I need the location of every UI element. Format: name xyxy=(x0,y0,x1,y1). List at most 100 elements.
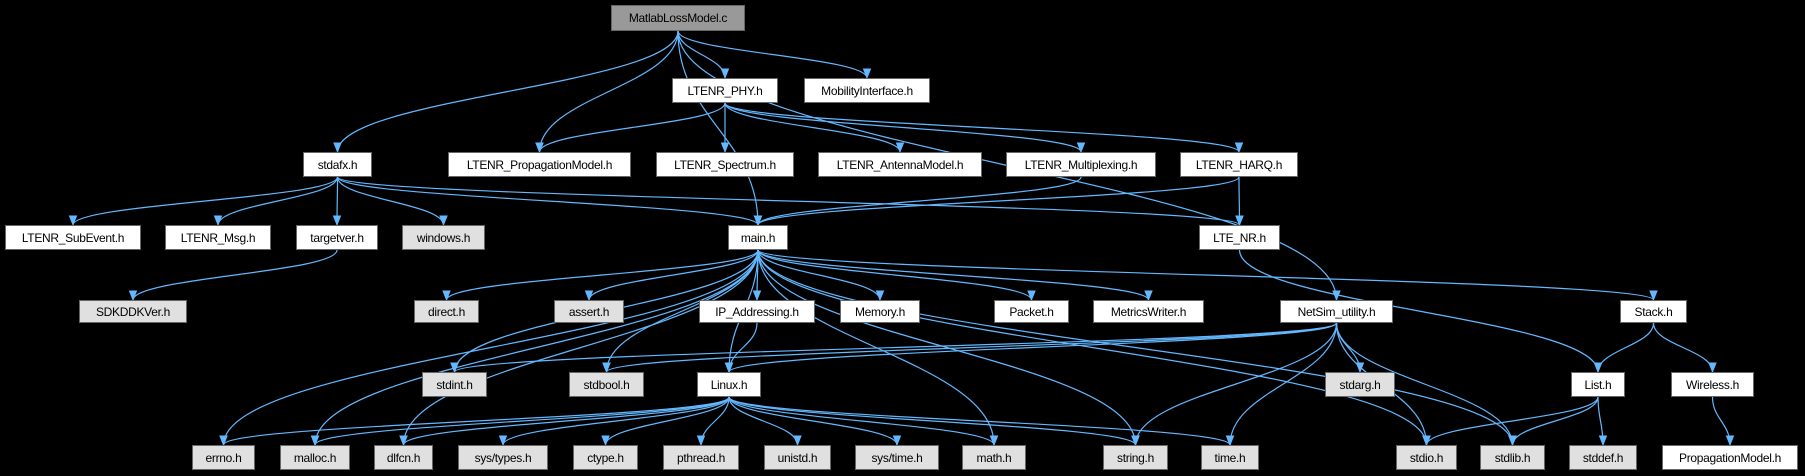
edge-harq-to-lte_nr xyxy=(1235,176,1244,227)
node-packet[interactable]: Packet.h xyxy=(994,300,1069,323)
node-memory[interactable]: Memory.h xyxy=(840,300,920,323)
edge-linux-to-systime xyxy=(728,396,902,447)
node-antenna[interactable]: LTENR_AntennaModel.h xyxy=(818,152,982,177)
edge-main-to-memory xyxy=(757,249,885,302)
edge-netsim_utility-to-stdint xyxy=(450,322,1338,374)
edge-stdafx-to-main xyxy=(336,176,763,227)
edge-netsim_utility-to-stdlib xyxy=(1335,322,1517,447)
node-list[interactable]: List.h xyxy=(1571,372,1625,397)
node-multiplexing[interactable]: LTENR_Multiplexing.h xyxy=(1006,152,1156,177)
node-sdkddkver[interactable]: SDKDDKVer.h xyxy=(79,300,187,323)
edge-stdafx-to-msg xyxy=(213,176,339,227)
node-pthread[interactable]: pthread.h xyxy=(663,445,739,470)
node-stdarg[interactable]: stdarg.h xyxy=(1325,372,1395,397)
node-main[interactable]: main.h xyxy=(728,225,788,250)
node-stdlib[interactable]: stdlib.h xyxy=(1480,445,1545,470)
node-root: MatlabLossModel.c xyxy=(611,5,745,31)
edge-main-to-stack xyxy=(757,249,1658,302)
edge-list-to-stddef xyxy=(1597,396,1608,447)
node-stdint[interactable]: stdint.h xyxy=(422,372,487,397)
node-systime[interactable]: sys/time.h xyxy=(855,445,939,470)
node-direct[interactable]: direct.h xyxy=(414,300,479,323)
node-linux[interactable]: Linux.h xyxy=(697,372,761,397)
node-metrics[interactable]: MetricsWriter.h xyxy=(1093,300,1204,323)
edge-list-to-stdio xyxy=(1422,396,1599,447)
node-systypes[interactable]: sys/types.h xyxy=(458,445,548,470)
edge-wireless-to-propagation xyxy=(1711,396,1735,447)
edge-multiplexing-to-main xyxy=(753,176,1082,227)
edge-main-to-errno xyxy=(219,249,759,447)
edge-targetver-to-sdkddkver xyxy=(128,249,338,302)
node-ltenr_prop[interactable]: LTENR_PropagationModel.h xyxy=(448,152,631,177)
edge-root-to-ltenr_prop xyxy=(535,30,679,154)
edge-stdafx-to-windows xyxy=(336,176,448,227)
node-string[interactable]: string.h xyxy=(1103,445,1168,470)
edge-main-to-string xyxy=(757,249,1140,447)
node-stdafx[interactable]: stdafx.h xyxy=(303,152,372,177)
node-ctype[interactable]: ctype.h xyxy=(573,445,638,470)
edge-linux-to-ctype xyxy=(601,396,730,447)
node-dlfcn[interactable]: dlfcn.h xyxy=(374,445,433,470)
edge-main-to-malloc xyxy=(310,249,759,447)
node-netsim_utility[interactable]: NetSim_utility.h xyxy=(1280,300,1393,323)
edge-main-to-stdbool xyxy=(602,249,759,374)
edge-linux-to-systypes xyxy=(498,396,730,447)
node-spectrum[interactable]: LTENR_Spectrum.h xyxy=(656,152,794,177)
edge-linux-to-pthread xyxy=(696,396,730,447)
edge-stack-to-wireless xyxy=(1652,322,1717,374)
edge-netsim_utility-to-time xyxy=(1225,322,1338,447)
edge-netsim_utility-to-stdbool xyxy=(602,322,1338,374)
edge-linux-to-errno xyxy=(219,396,730,447)
node-lte_nr[interactable]: LTE_NR.h xyxy=(1199,225,1280,250)
edge-root-to-main xyxy=(677,30,763,227)
node-windows[interactable]: windows.h xyxy=(402,225,485,250)
node-assert[interactable]: assert.h xyxy=(554,300,624,323)
node-malloc[interactable]: malloc.h xyxy=(280,445,350,470)
node-harq[interactable]: LTENR_HARQ.h xyxy=(1180,152,1298,177)
node-time[interactable]: time.h xyxy=(1201,445,1259,470)
node-math[interactable]: math.h xyxy=(962,445,1026,470)
node-msg[interactable]: LTENR_Msg.h xyxy=(165,225,271,250)
edge-stdafx-to-subevent xyxy=(68,176,339,227)
node-mobility[interactable]: MobilityInterface.h xyxy=(804,78,930,103)
node-subevent[interactable]: LTENR_SubEvent.h xyxy=(5,225,141,250)
node-ip_addressing[interactable]: IP_Addressing.h xyxy=(699,300,815,323)
edge-stack-to-list xyxy=(1593,322,1655,374)
edge-root-to-mobility xyxy=(677,30,872,80)
edge-main-to-packet xyxy=(757,249,1036,302)
node-stdbool[interactable]: stdbool.h xyxy=(569,372,644,397)
edge-linux-to-dlfcn xyxy=(399,396,730,447)
edge-stdafx-to-targetver xyxy=(332,176,342,227)
edge-main-to-metrics xyxy=(757,249,1153,302)
node-errno[interactable]: errno.h xyxy=(192,445,255,470)
edge-netsim_utility-to-stdarg xyxy=(1335,322,1365,374)
edge-main-to-stdio xyxy=(757,249,1431,447)
edge-linux-to-malloc xyxy=(310,396,730,447)
node-phy[interactable]: LTENR_PHY.h xyxy=(672,78,778,103)
edge-list-to-stdlib xyxy=(1508,396,1599,447)
edge-linux-to-math xyxy=(728,396,999,447)
node-targetver[interactable]: targetver.h xyxy=(296,225,378,250)
edge-harq-to-main xyxy=(753,176,1240,227)
edge-root-to-stdafx xyxy=(333,30,679,154)
edge-phy-to-harq xyxy=(724,102,1244,154)
edge-linux-to-string xyxy=(728,396,1140,447)
edge-phy-to-antenna xyxy=(724,102,905,154)
edge-main-to-direct xyxy=(442,249,759,302)
edge-phy-to-multiplexing xyxy=(724,102,1086,154)
node-propagation[interactable]: PropagationModel.h xyxy=(1662,445,1798,470)
edge-netsim_utility-to-linux xyxy=(724,322,1338,374)
node-unistd[interactable]: unistd.h xyxy=(764,445,831,470)
node-wireless[interactable]: Wireless.h xyxy=(1671,372,1754,397)
node-stdio[interactable]: stdio.h xyxy=(1396,445,1457,470)
edge-main-to-assert xyxy=(584,249,759,302)
node-stack[interactable]: Stack.h xyxy=(1620,300,1687,323)
edge-main-to-stdlib xyxy=(757,249,1517,447)
edge-stdafx-to-lte_nr xyxy=(336,176,1244,227)
edge-linux-to-unistd xyxy=(728,396,802,447)
edge-root-to-phy xyxy=(677,30,730,80)
edge-main-to-dlfcn xyxy=(399,249,759,447)
node-stddef[interactable]: stddef.h xyxy=(1569,445,1637,470)
edge-netsim_utility-to-string xyxy=(1131,322,1338,447)
